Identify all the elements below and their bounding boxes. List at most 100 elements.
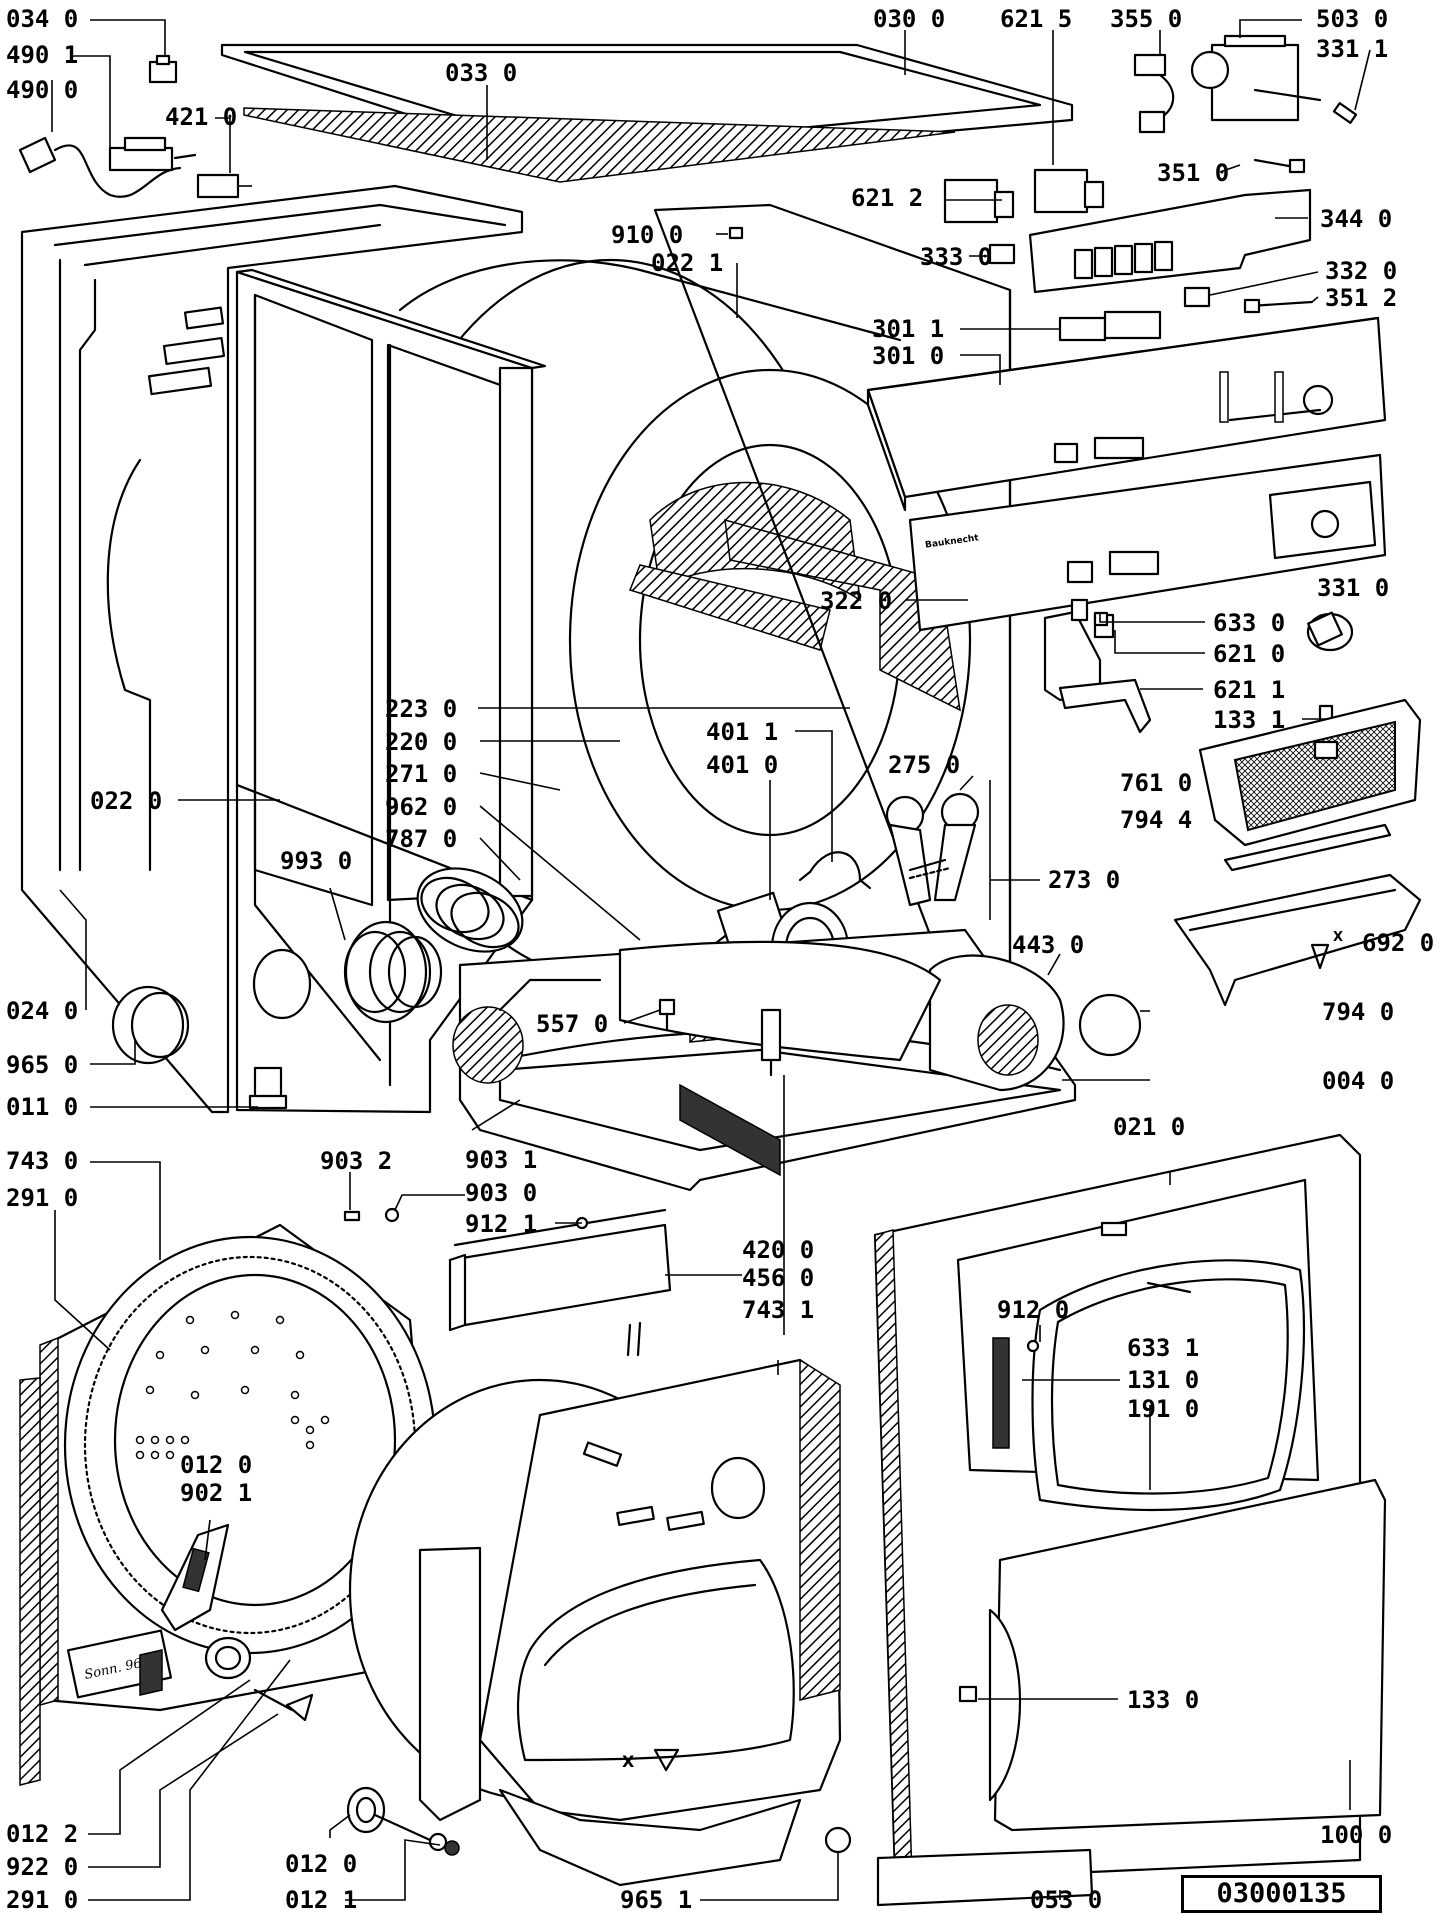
connector-034 [148, 54, 178, 84]
callout-743-1: 743 1 [742, 1296, 815, 1324]
service-door-100 [988, 1478, 1387, 1832]
callout-220-0: 220 0 [385, 728, 458, 756]
callout-794-4: 794 4 [1120, 806, 1193, 834]
clip-133-0 [958, 1685, 978, 1703]
callout-291-0-top: 291 0 [6, 1184, 79, 1212]
capacitor-420 [760, 1008, 782, 1077]
callout-965-1: 965 1 [620, 1886, 693, 1914]
drawing-number: 03000135 [1181, 1875, 1382, 1913]
callout-331-1: 331 1 [1316, 35, 1389, 63]
callout-503-0: 503 0 [1316, 5, 1389, 33]
callout-011-0: 011 0 [6, 1093, 79, 1121]
callout-004-0: 004 0 [1322, 1067, 1395, 1095]
callout-344-0: 344 0 [1320, 205, 1393, 233]
sensor-351-2 [1243, 298, 1314, 314]
intake-duct [452, 978, 602, 1084]
callout-355-0: 355 0 [1110, 5, 1183, 33]
callout-331-0: 331 0 [1317, 574, 1390, 602]
timer-503 [1190, 34, 1322, 122]
callout-100-0: 100 0 [1320, 1821, 1393, 1849]
callout-022-1: 022 1 [651, 249, 724, 277]
outlet-ring-794-0 [1078, 993, 1142, 1057]
callout-743-0: 743 0 [6, 1147, 79, 1175]
callout-787-0: 787 0 [385, 825, 458, 853]
tensioner-275 [885, 792, 980, 907]
callout-133-0: 133 0 [1127, 1686, 1200, 1714]
callout-912-0: 912 0 [997, 1296, 1070, 1324]
switch-621-2 [943, 178, 1015, 224]
callout-965-0: 965 0 [6, 1051, 79, 1079]
cap-965 [111, 985, 190, 1065]
callout-633-0: 633 0 [1213, 609, 1286, 637]
callout-012-0-b: 012 0 [285, 1850, 358, 1878]
callout-902-1: 902 1 [180, 1479, 253, 1507]
callout-621-2: 621 2 [851, 184, 924, 212]
lint-filter-761 [1198, 698, 1422, 847]
callout-962-0: 962 0 [385, 793, 458, 821]
power-cord-490 [18, 136, 197, 198]
control-board-344 [1028, 188, 1312, 294]
callout-420-0: 420 0 [742, 1236, 815, 1264]
thermostat-557 [658, 998, 676, 1032]
callout-022-0: 022 0 [90, 787, 163, 815]
sensor-351-0 [1253, 158, 1306, 174]
kickplate-053 [876, 1848, 1094, 1907]
arrow-mark-x-lower: X [622, 1752, 635, 1771]
callout-490-0: 490 0 [6, 76, 79, 104]
callout-621-0: 621 0 [1213, 640, 1286, 668]
callout-021-0: 021 0 [1113, 1113, 1186, 1141]
callout-033-0: 033 0 [445, 59, 518, 87]
callout-910-0: 910 0 [611, 221, 684, 249]
callout-012-1: 012 1 [285, 1886, 358, 1914]
callout-301-1: 301 1 [872, 315, 945, 343]
callout-351-0: 351 0 [1157, 159, 1230, 187]
callout-443-0: 443 0 [1012, 931, 1085, 959]
callout-333-0: 333 0 [920, 243, 993, 271]
switch-block-621-1 [1043, 598, 1152, 734]
callout-024-0: 024 0 [6, 997, 79, 1025]
callout-030-0: 030 0 [873, 5, 946, 33]
knob-shaft-331-1 [1332, 102, 1358, 124]
button-333 [988, 243, 1016, 265]
callout-761-0: 761 0 [1120, 769, 1193, 797]
bracket-401-1 [798, 851, 872, 890]
callout-922-0: 922 0 [6, 1853, 79, 1881]
rear-bulkhead-743 [19, 1223, 437, 1786]
callout-903-0: 903 0 [465, 1179, 538, 1207]
callout-692-0: 692 0 [1362, 929, 1435, 957]
callout-903-2: 903 2 [320, 1147, 393, 1175]
callout-223-0: 223 0 [385, 695, 458, 723]
callout-490-1: 490 1 [6, 41, 79, 69]
callout-557-0: 557 0 [536, 1010, 609, 1038]
callout-191-0: 191 0 [1127, 1395, 1200, 1423]
callout-034-0: 034 0 [6, 5, 79, 33]
callout-053-0: 053 0 [1030, 1886, 1103, 1914]
callout-275-0: 275 0 [888, 751, 961, 779]
callout-301-0: 301 0 [872, 342, 945, 370]
vent-holes [135, 1310, 330, 1460]
gasket-794-4 [1223, 823, 1392, 872]
callout-131-0: 131 0 [1127, 1366, 1200, 1394]
button-332 [1183, 286, 1211, 308]
switch-355 [1133, 53, 1175, 134]
callout-794-0: 794 0 [1322, 998, 1395, 1026]
switch-621-5 [1033, 168, 1105, 214]
filter-housing-692 [1173, 873, 1422, 1007]
callout-273-0: 273 0 [1048, 866, 1121, 894]
heater-456 [448, 1208, 672, 1357]
callout-912-1: 912 1 [465, 1210, 538, 1238]
axle-922 [253, 1688, 314, 1722]
callout-351-2: 351 2 [1325, 284, 1398, 312]
callout-271-0: 271 0 [385, 760, 458, 788]
filter-421 [196, 173, 252, 199]
callout-291-0-bottom: 291 0 [6, 1886, 79, 1914]
callout-012-2: 012 2 [6, 1820, 79, 1848]
front-frame [235, 268, 547, 1114]
callout-993-0: 993 0 [280, 847, 353, 875]
arrow-mark-x-upper: X [1333, 930, 1344, 945]
callout-401-0: 401 0 [706, 751, 779, 779]
foot-011 [248, 1066, 288, 1110]
callout-322-0: 322 0 [820, 587, 893, 615]
